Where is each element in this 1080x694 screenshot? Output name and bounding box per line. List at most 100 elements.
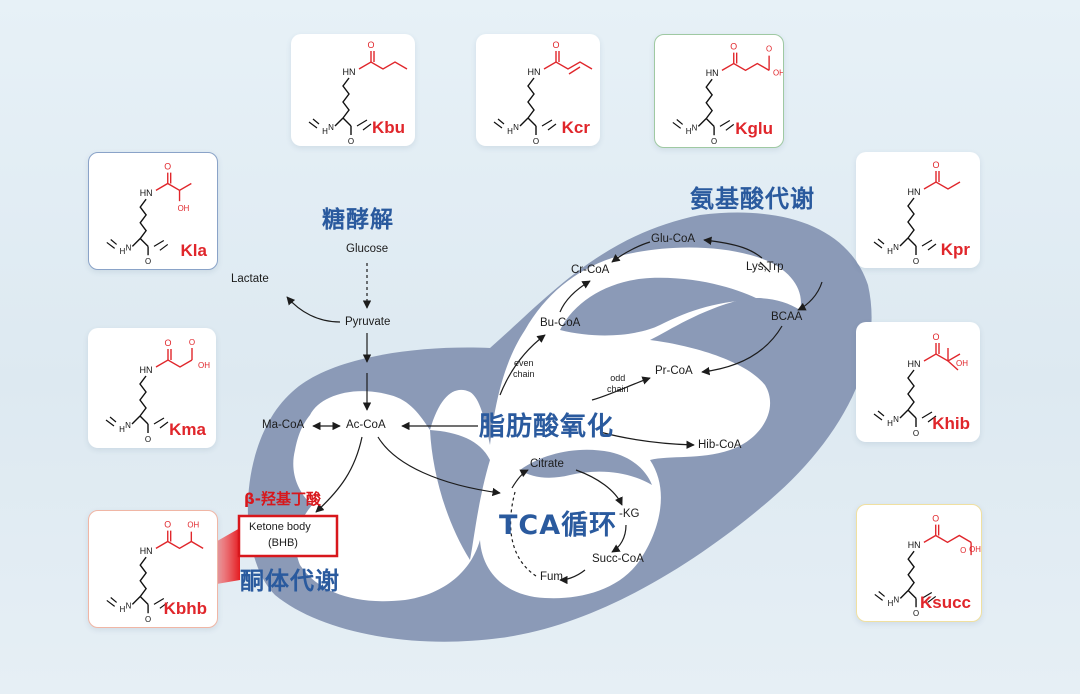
h-atom: H — [888, 599, 894, 608]
kbhb-acyl-atom-1: OH — [187, 521, 199, 530]
alpha-n-bond — [131, 596, 141, 605]
kpr-label: Kpr — [940, 240, 970, 259]
tca-arrow-citrate-kg — [575, 469, 623, 506]
kla-acyl-chain — [155, 182, 192, 192]
lysine-side-chain — [139, 375, 147, 417]
o-atom: O — [913, 609, 919, 618]
alpha-n-bond — [131, 238, 141, 247]
glycolysis-title: 糖酵解 — [322, 207, 394, 233]
odd-chain-label: odd chain — [607, 373, 629, 395]
tca-title: TCA循环 — [499, 510, 618, 541]
crista-band-2 — [560, 277, 760, 336]
khib-label: Khib — [932, 414, 970, 433]
kpr-acyl-chain — [923, 181, 961, 190]
alpha-n-bond — [899, 590, 909, 599]
o-atom: O — [913, 257, 919, 266]
kcr-carbonyl — [555, 51, 560, 62]
arrow-lys-into — [759, 261, 771, 273]
h-atom: H — [120, 605, 126, 614]
ksucc-acyl-atom-1: O — [960, 546, 966, 555]
crista-band-3 — [520, 449, 652, 485]
ac-coa-label: Ac-CoA — [346, 419, 386, 431]
h-atom: H — [507, 127, 513, 136]
wavy-bonds — [873, 410, 937, 423]
arrow-crcoa-glucoa — [611, 241, 651, 263]
pyruvate-label: Pyruvate — [345, 316, 391, 328]
kbu-label: Kbu — [371, 118, 405, 137]
wavy-bonds — [106, 239, 169, 251]
alpha-co-bond — [527, 117, 537, 127]
wavy-bonds — [105, 416, 169, 429]
nh-atom: HN — [908, 359, 921, 369]
h-atom: H — [120, 247, 126, 256]
h-atom: H — [119, 425, 125, 434]
lysine-side-chain — [907, 550, 915, 591]
lys-trp-label: Lys,Trp — [746, 261, 784, 273]
nh-atom: HN — [908, 187, 921, 197]
n-atom: N — [328, 123, 334, 132]
alpha-n-bond — [131, 415, 141, 425]
kcr-acyl-extra-0 — [568, 66, 581, 75]
fatty-acid-title: 脂肪酸氧化 — [479, 412, 615, 442]
alpha-co-bond — [139, 415, 149, 425]
ksucc-acyl-atom-2: OH — [969, 545, 981, 554]
alpha-co-bond — [139, 596, 149, 605]
kbu-carbonyl-o: O — [367, 40, 374, 50]
odd-chain-line1: odd — [610, 373, 626, 383]
kglu-label: Kglu — [735, 119, 773, 138]
wavy-bonds — [308, 118, 372, 131]
arrow-pyruvate-lactate — [286, 296, 341, 323]
kma-carbonyl — [167, 349, 172, 360]
nh-atom: HN — [140, 365, 153, 375]
wavy-bonds — [493, 118, 557, 131]
n-atom: N — [894, 595, 900, 604]
arrow-fa-hibcoa — [599, 431, 695, 449]
kcr-acyl-chain — [543, 61, 593, 70]
tca-arrow-kg-succ — [611, 524, 627, 553]
kglu-acyl-chain — [721, 62, 770, 72]
succ-coa-label: Succ-CoA — [592, 553, 644, 565]
bcaa-label: BCAA — [771, 311, 803, 323]
o-atom: O — [145, 257, 151, 266]
h-atom: H — [322, 127, 328, 136]
kbhb-acyl-chain — [155, 540, 204, 550]
nh-atom: HN — [343, 67, 356, 77]
kla-label: Kla — [180, 241, 207, 260]
arrow-fa-bucoa — [499, 334, 546, 396]
wavy-bonds — [874, 591, 937, 603]
kma-label: Kma — [169, 420, 206, 439]
ketone-body-box — [237, 514, 339, 558]
kglu-carbonyl-o: O — [730, 42, 737, 52]
khib-carbonyl — [935, 343, 940, 354]
alpha-co-bond — [139, 238, 149, 247]
wavy-bonds — [106, 597, 169, 609]
kbu-acyl-chain — [358, 61, 408, 70]
tca-arrow-fum-up — [509, 491, 537, 577]
khib-carbonyl-o: O — [932, 332, 939, 342]
kla-acyl-atom-1: OH — [178, 204, 190, 213]
n-atom: N — [125, 421, 131, 430]
nh-atom: HN — [528, 67, 541, 77]
n-atom: N — [126, 601, 132, 610]
nh-atom: HN — [908, 540, 921, 550]
nh-atom: HN — [140, 188, 153, 198]
o-atom: O — [913, 429, 919, 438]
kg-label: -KG — [619, 508, 640, 520]
fum-label: Fum — [540, 571, 563, 583]
arrow-accoa-citrate — [377, 436, 501, 497]
tca-arrow-succ-fum — [559, 569, 586, 585]
citrate-label: Citrate — [530, 458, 564, 470]
tca-arrow-to-citrate — [511, 469, 529, 489]
arrow-bucoa-crcoa — [559, 280, 591, 313]
